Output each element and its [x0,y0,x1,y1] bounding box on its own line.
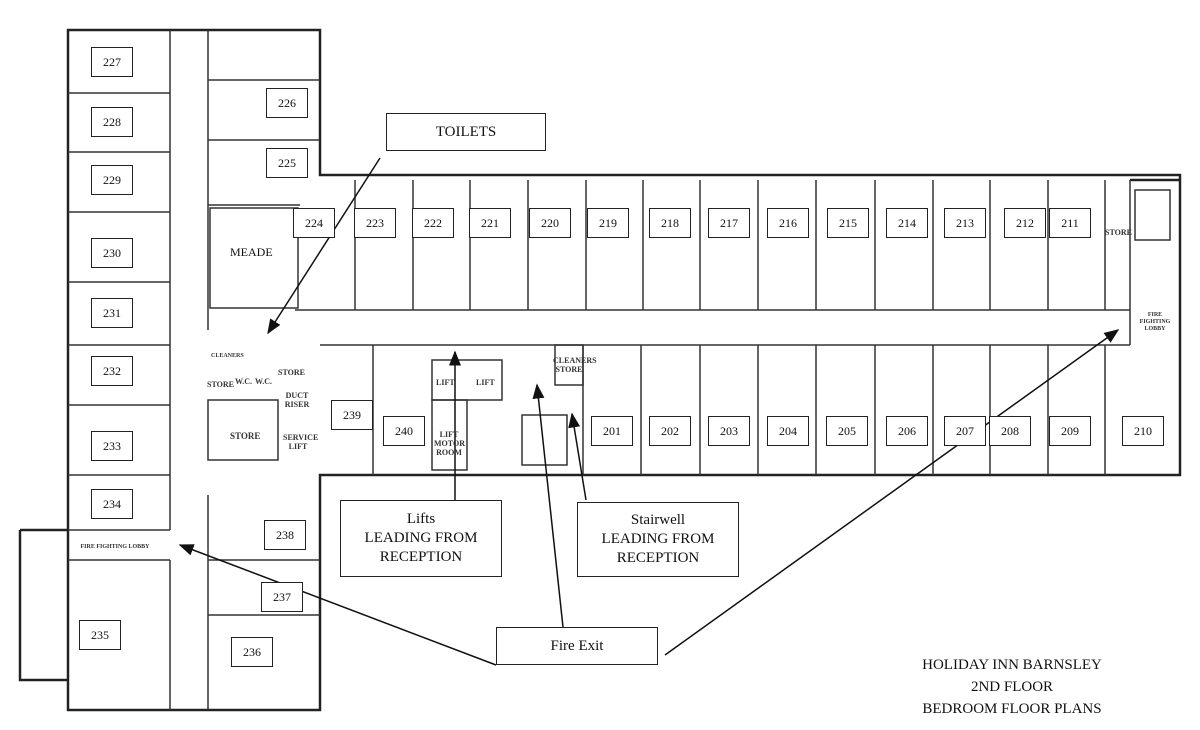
room-number-label: 228 [91,107,133,137]
title-line: BEDROOM FLOOR PLANS [922,701,1102,717]
fire-fighting-lobby-label: FIRE FIGHTING LOBBY [80,544,150,550]
wc-label: W.C. [255,377,273,386]
room-number-label: 227 [91,47,133,77]
store-label: STORE [1105,228,1132,237]
store-label: STORE [207,380,234,389]
room-number-label: 234 [91,489,133,519]
room-number-label: 210 [1122,416,1164,446]
room-number-label: 221 [469,208,511,238]
room-number-label: 204 [767,416,809,446]
stairwell-callout-line: RECEPTION [616,550,700,566]
room-number-label: 232 [91,356,133,386]
room-number-label: 230 [91,238,133,268]
fire-exit-callout-text: Fire Exit [550,637,604,654]
room-number-label: 214 [886,208,928,238]
room-number-label: 235 [79,620,121,650]
room-number-label: 209 [1049,416,1091,446]
room-number-label: 226 [266,88,308,118]
room-number-label: 240 [383,416,425,446]
room-number-label: 211 [1049,208,1091,238]
room-number-label: 213 [944,208,986,238]
room-number-label: 203 [708,416,750,446]
room-number-label: 205 [826,416,868,446]
lifts-callout-line: RECEPTION [379,549,463,565]
room-number-label: 207 [944,416,986,446]
interior-walls [68,30,1171,710]
store-label: STORE [230,431,261,441]
room-number-label: 202 [649,416,691,446]
fire-exit-callout: Fire Exit [496,627,658,665]
room-number-label: 218 [649,208,691,238]
room-number-label: 229 [91,165,133,195]
room-number-label: 239 [331,400,373,430]
room-number-label: 223 [354,208,396,238]
store-label: STORE [278,368,305,377]
meade-room-label: MEADE [230,245,273,259]
title-line: 2ND FLOOR [970,679,1054,695]
lifts-callout-line: LEADING FROM [364,530,478,546]
room-number-label: 216 [767,208,809,238]
room-number-label: 219 [587,208,629,238]
room-number-label: 238 [264,520,306,550]
room-number-label: 215 [827,208,869,238]
service-lift-label: SERVICE LIFT [283,433,319,451]
room-number-label: 237 [261,582,303,612]
room-number-label: 201 [591,416,633,446]
room-number-label: 220 [529,208,571,238]
plan-title: HOLIDAY INN BARNSLEY 2ND FLOOR BEDROOM F… [862,654,1162,720]
cleaners-label: CLEANERS [211,353,244,359]
building-outline [18,28,1182,712]
toilets-callout-text: TOILETS [435,123,497,140]
cleaners-store-label: CLEANERS STORE [553,356,597,374]
wc-label: W.C. [235,377,253,386]
lift-label: LIFT [476,378,495,387]
room-number-label: 206 [886,416,928,446]
duct-riser-label: DUCT RISER [284,391,310,409]
callout-arrows [178,157,1120,666]
stairwell-callout: Stairwell LEADING FROM RECEPTION [577,502,739,577]
room-number-label: 217 [708,208,750,238]
lifts-callout: Lifts LEADING FROM RECEPTION [340,500,502,577]
lift-motor-room-label: LIFT MOTOR ROOM [434,430,465,457]
room-number-label: 231 [91,298,133,328]
stairwell-callout-line: LEADING FROM [601,531,715,547]
room-number-label: 224 [293,208,335,238]
room-number-label: 233 [91,431,133,461]
lifts-callout-line: Lifts [406,511,436,527]
room-number-label: 208 [989,416,1031,446]
stairwell-callout-line: Stairwell [630,512,686,528]
toilets-callout: TOILETS [386,113,546,151]
room-number-label: 236 [231,637,273,667]
room-number-label: 222 [412,208,454,238]
room-number-label: 212 [1004,208,1046,238]
fire-fighting-lobby-label: FIRE FIGHTING LOBBY [1139,312,1171,332]
title-line: HOLIDAY INN BARNSLEY [922,657,1102,673]
room-number-label: 225 [266,148,308,178]
lift-label: LIFT [436,378,455,387]
